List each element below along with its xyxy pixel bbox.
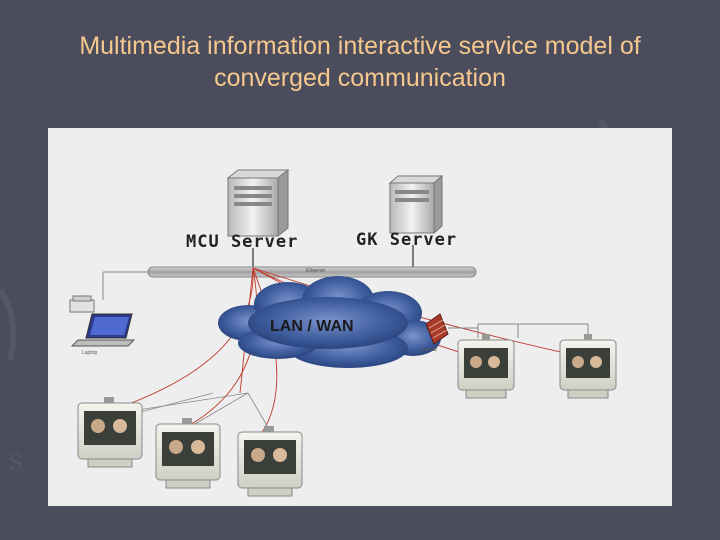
firewall-label: Firewall — [420, 347, 438, 353]
laptop-icon — [70, 313, 136, 347]
firewall-icon — [425, 313, 449, 345]
mcu-server-label: MCU Server — [186, 232, 299, 252]
mcu-server-icon — [226, 168, 290, 238]
video-terminal-icon — [77, 397, 143, 468]
laptop-label: Laptop — [82, 350, 98, 356]
lan-wan-cloud-icon — [218, 276, 441, 368]
gk-server-label: GK Server — [356, 230, 458, 250]
slide-title: Multimedia information interactive servi… — [79, 32, 641, 92]
video-terminal-icon — [237, 426, 303, 497]
video-terminal-icon — [457, 334, 515, 399]
network-diagram: MCU Server GK Server LAN / WAN Ethernet … — [48, 128, 672, 506]
network-printer-icon — [69, 295, 95, 313]
lan-wan-label: LAN / WAN — [270, 318, 354, 335]
svg-text:S: S — [8, 451, 23, 476]
gk-server-icon — [388, 174, 444, 235]
ethernet-label: Ethernet — [306, 268, 325, 274]
video-terminal-icon — [559, 334, 617, 399]
diagram-canvas — [69, 168, 617, 497]
video-terminal-icon — [155, 418, 221, 489]
